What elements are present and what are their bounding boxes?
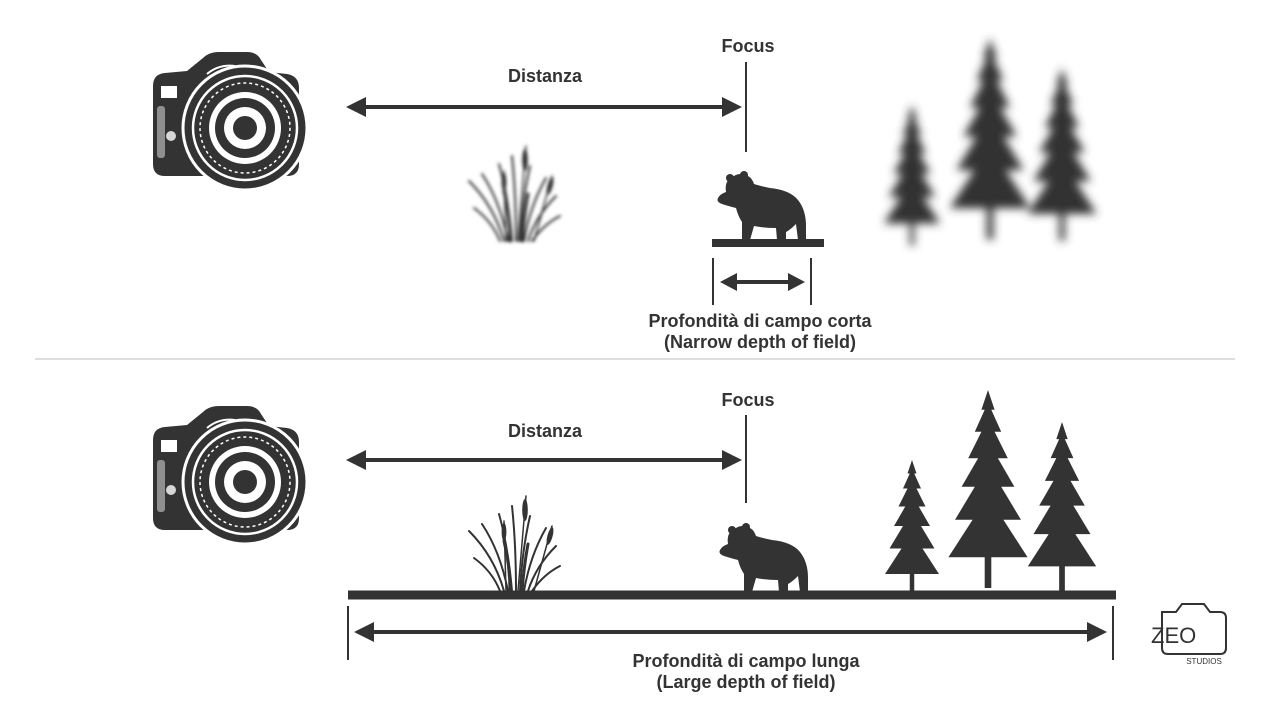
grass-icon: [467, 494, 562, 593]
camera-icon: [151, 50, 309, 192]
dof-bracket-large: [347, 606, 1114, 660]
distance-label: Distanza: [508, 66, 583, 86]
dof-label-it: Profondità di campo corta: [648, 311, 872, 331]
dof-label-it: Profondità di campo lunga: [632, 651, 860, 671]
tree-icon: [1027, 68, 1097, 241]
logo-camera-icon: [1161, 603, 1227, 655]
tree-icon: [949, 38, 1031, 240]
dof-label-en: (Large depth of field): [657, 672, 836, 692]
camera-icon: [151, 404, 309, 546]
trees-blurred: [883, 38, 1097, 246]
distance-label: Distanza: [508, 421, 583, 441]
tree-icon: [1027, 422, 1097, 593]
zeo-studios-logo: ZEO STUDIOS: [1151, 603, 1227, 666]
trees-sharp: [885, 390, 1097, 595]
tree-icon: [948, 390, 1028, 588]
panel-large-dof: Distanza Focus Profondità di campo lunga…: [151, 390, 1116, 692]
bear-icon: [717, 171, 806, 240]
focus-label: Focus: [721, 390, 774, 410]
distance-arrow: [346, 450, 742, 470]
focus-label: Focus: [721, 36, 774, 56]
bear-icon: [719, 523, 808, 592]
dof-label-en: (Narrow depth of field): [664, 332, 856, 352]
grass-icon: [467, 144, 562, 243]
tree-icon: [883, 105, 941, 246]
logo-sub-text: STUDIOS: [1186, 657, 1222, 666]
dof-bracket-narrow: [712, 258, 812, 305]
logo-brand-text: ZEO: [1151, 623, 1196, 648]
tree-icon: [885, 460, 939, 595]
distance-arrow: [346, 97, 742, 117]
panel-narrow-dof: Distanza Focus Profondità di campo corta…: [151, 36, 1116, 352]
